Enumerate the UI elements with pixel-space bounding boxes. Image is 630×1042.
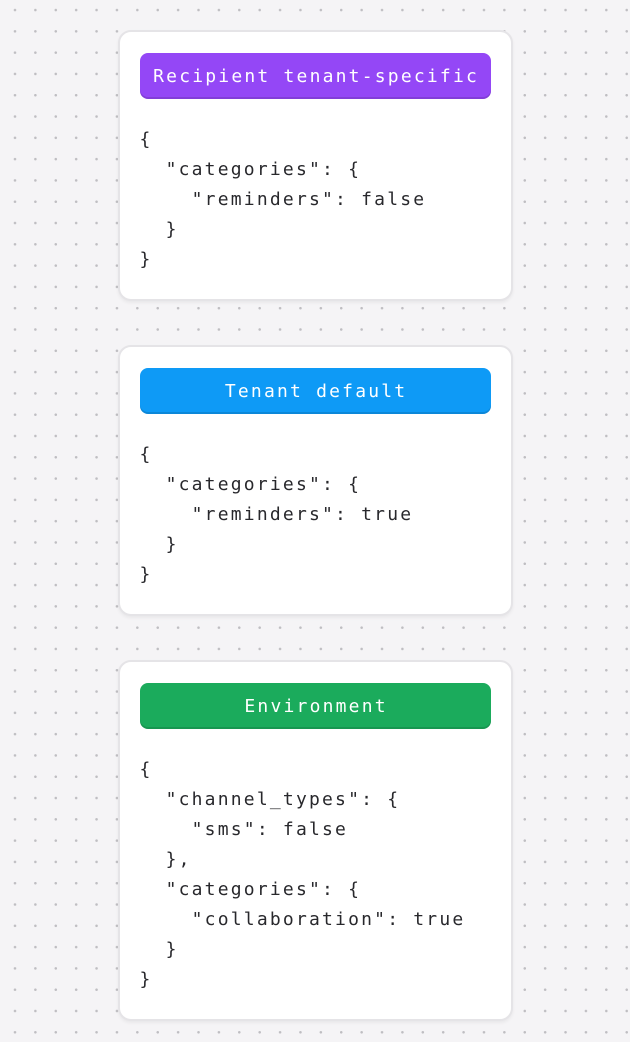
preference-card-environment: Environment { "channel_types": { "sms": … bbox=[117, 660, 513, 1021]
environment-badge: Environment bbox=[139, 683, 491, 729]
tenant-default-badge: Tenant default bbox=[139, 368, 491, 414]
recipient-tenant-specific-json-code: { "categories": { "reminders": false } } bbox=[139, 129, 427, 270]
environment-json-code: { "channel_types": { "sms": false }, "ca… bbox=[139, 759, 466, 990]
preference-card-recipient-tenant-specific: Recipient tenant-specific { "categories"… bbox=[117, 30, 513, 301]
recipient-tenant-specific-badge: Recipient tenant-specific bbox=[139, 53, 491, 99]
tenant-default-json-code: { "categories": { "reminders": true } } bbox=[139, 444, 414, 585]
preference-card-tenant-default: Tenant default { "categories": { "remind… bbox=[117, 345, 513, 616]
